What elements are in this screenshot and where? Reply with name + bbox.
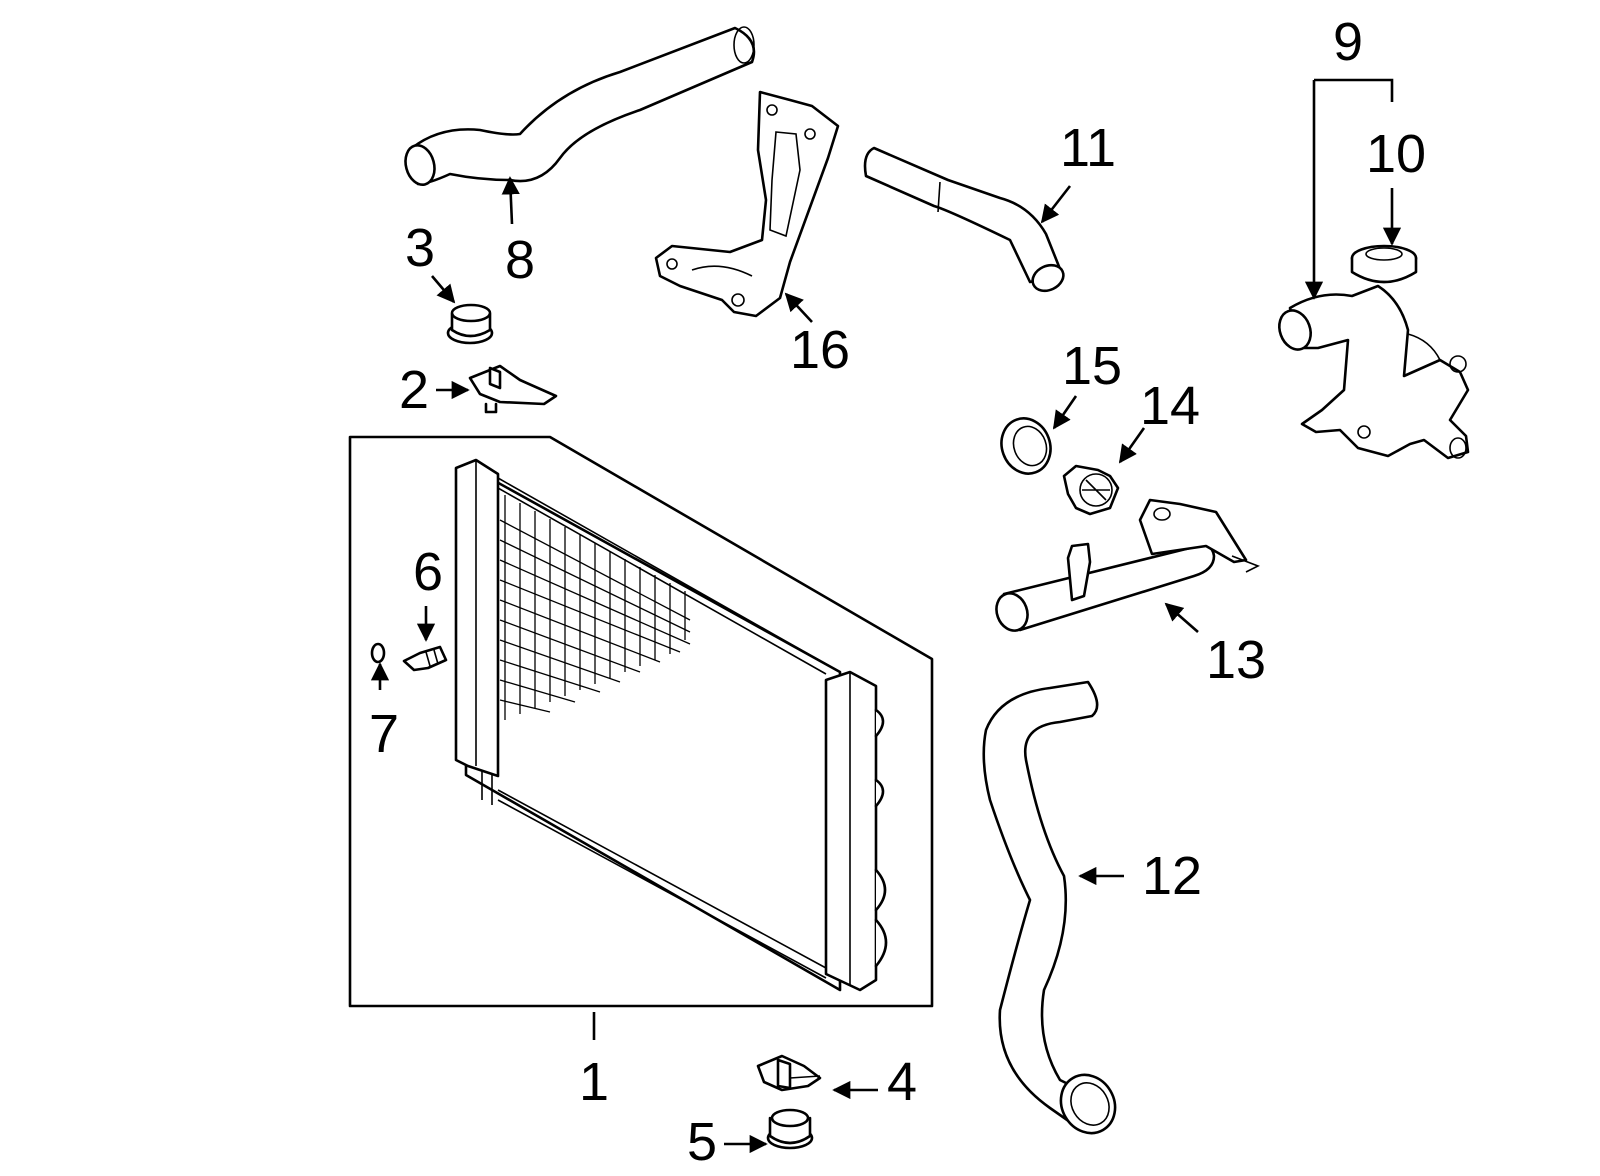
- callout-5: 5: [687, 1112, 717, 1172]
- callout-4: 4: [887, 1052, 917, 1112]
- callout-13: 13: [1206, 630, 1266, 690]
- part-16-bracket: [654, 90, 840, 318]
- callout-16: 16: [790, 320, 850, 380]
- callout-14: 14: [1140, 376, 1200, 436]
- callout-2: 2: [399, 360, 429, 420]
- part-8-upper-hose: [404, 26, 756, 186]
- callout-1: 1: [579, 1052, 609, 1112]
- callout-8: 8: [505, 230, 535, 290]
- part-13-inlet-pipe: [995, 498, 1260, 632]
- part-10-radiator-cap: [1350, 244, 1418, 284]
- callout-6: 6: [413, 542, 443, 602]
- part-15-gasket: [1000, 417, 1052, 475]
- callout-15: 15: [1062, 336, 1122, 396]
- part-7-o-ring: [370, 642, 386, 664]
- part-3-cushion: [446, 303, 494, 345]
- leader-lines: [370, 78, 1402, 1154]
- callout-9: 9: [1333, 12, 1363, 72]
- part-9-water-outlet: [1278, 284, 1470, 460]
- part-14-thermostat: [1062, 464, 1120, 516]
- callout-3: 3: [405, 218, 435, 278]
- part-12-lower-hose: [982, 680, 1117, 1135]
- callout-10: 10: [1366, 124, 1426, 184]
- part-6-drain-plug: [402, 645, 448, 672]
- part-4-bracket: [756, 1054, 822, 1092]
- radiator-assembly: [348, 435, 934, 1008]
- part-2-bracket: [468, 364, 558, 414]
- part-11-hose: [863, 146, 1065, 293]
- callout-11: 11: [1060, 118, 1116, 178]
- callout-7: 7: [369, 704, 399, 764]
- callout-12: 12: [1142, 846, 1202, 906]
- part-5-cushion: [766, 1108, 814, 1150]
